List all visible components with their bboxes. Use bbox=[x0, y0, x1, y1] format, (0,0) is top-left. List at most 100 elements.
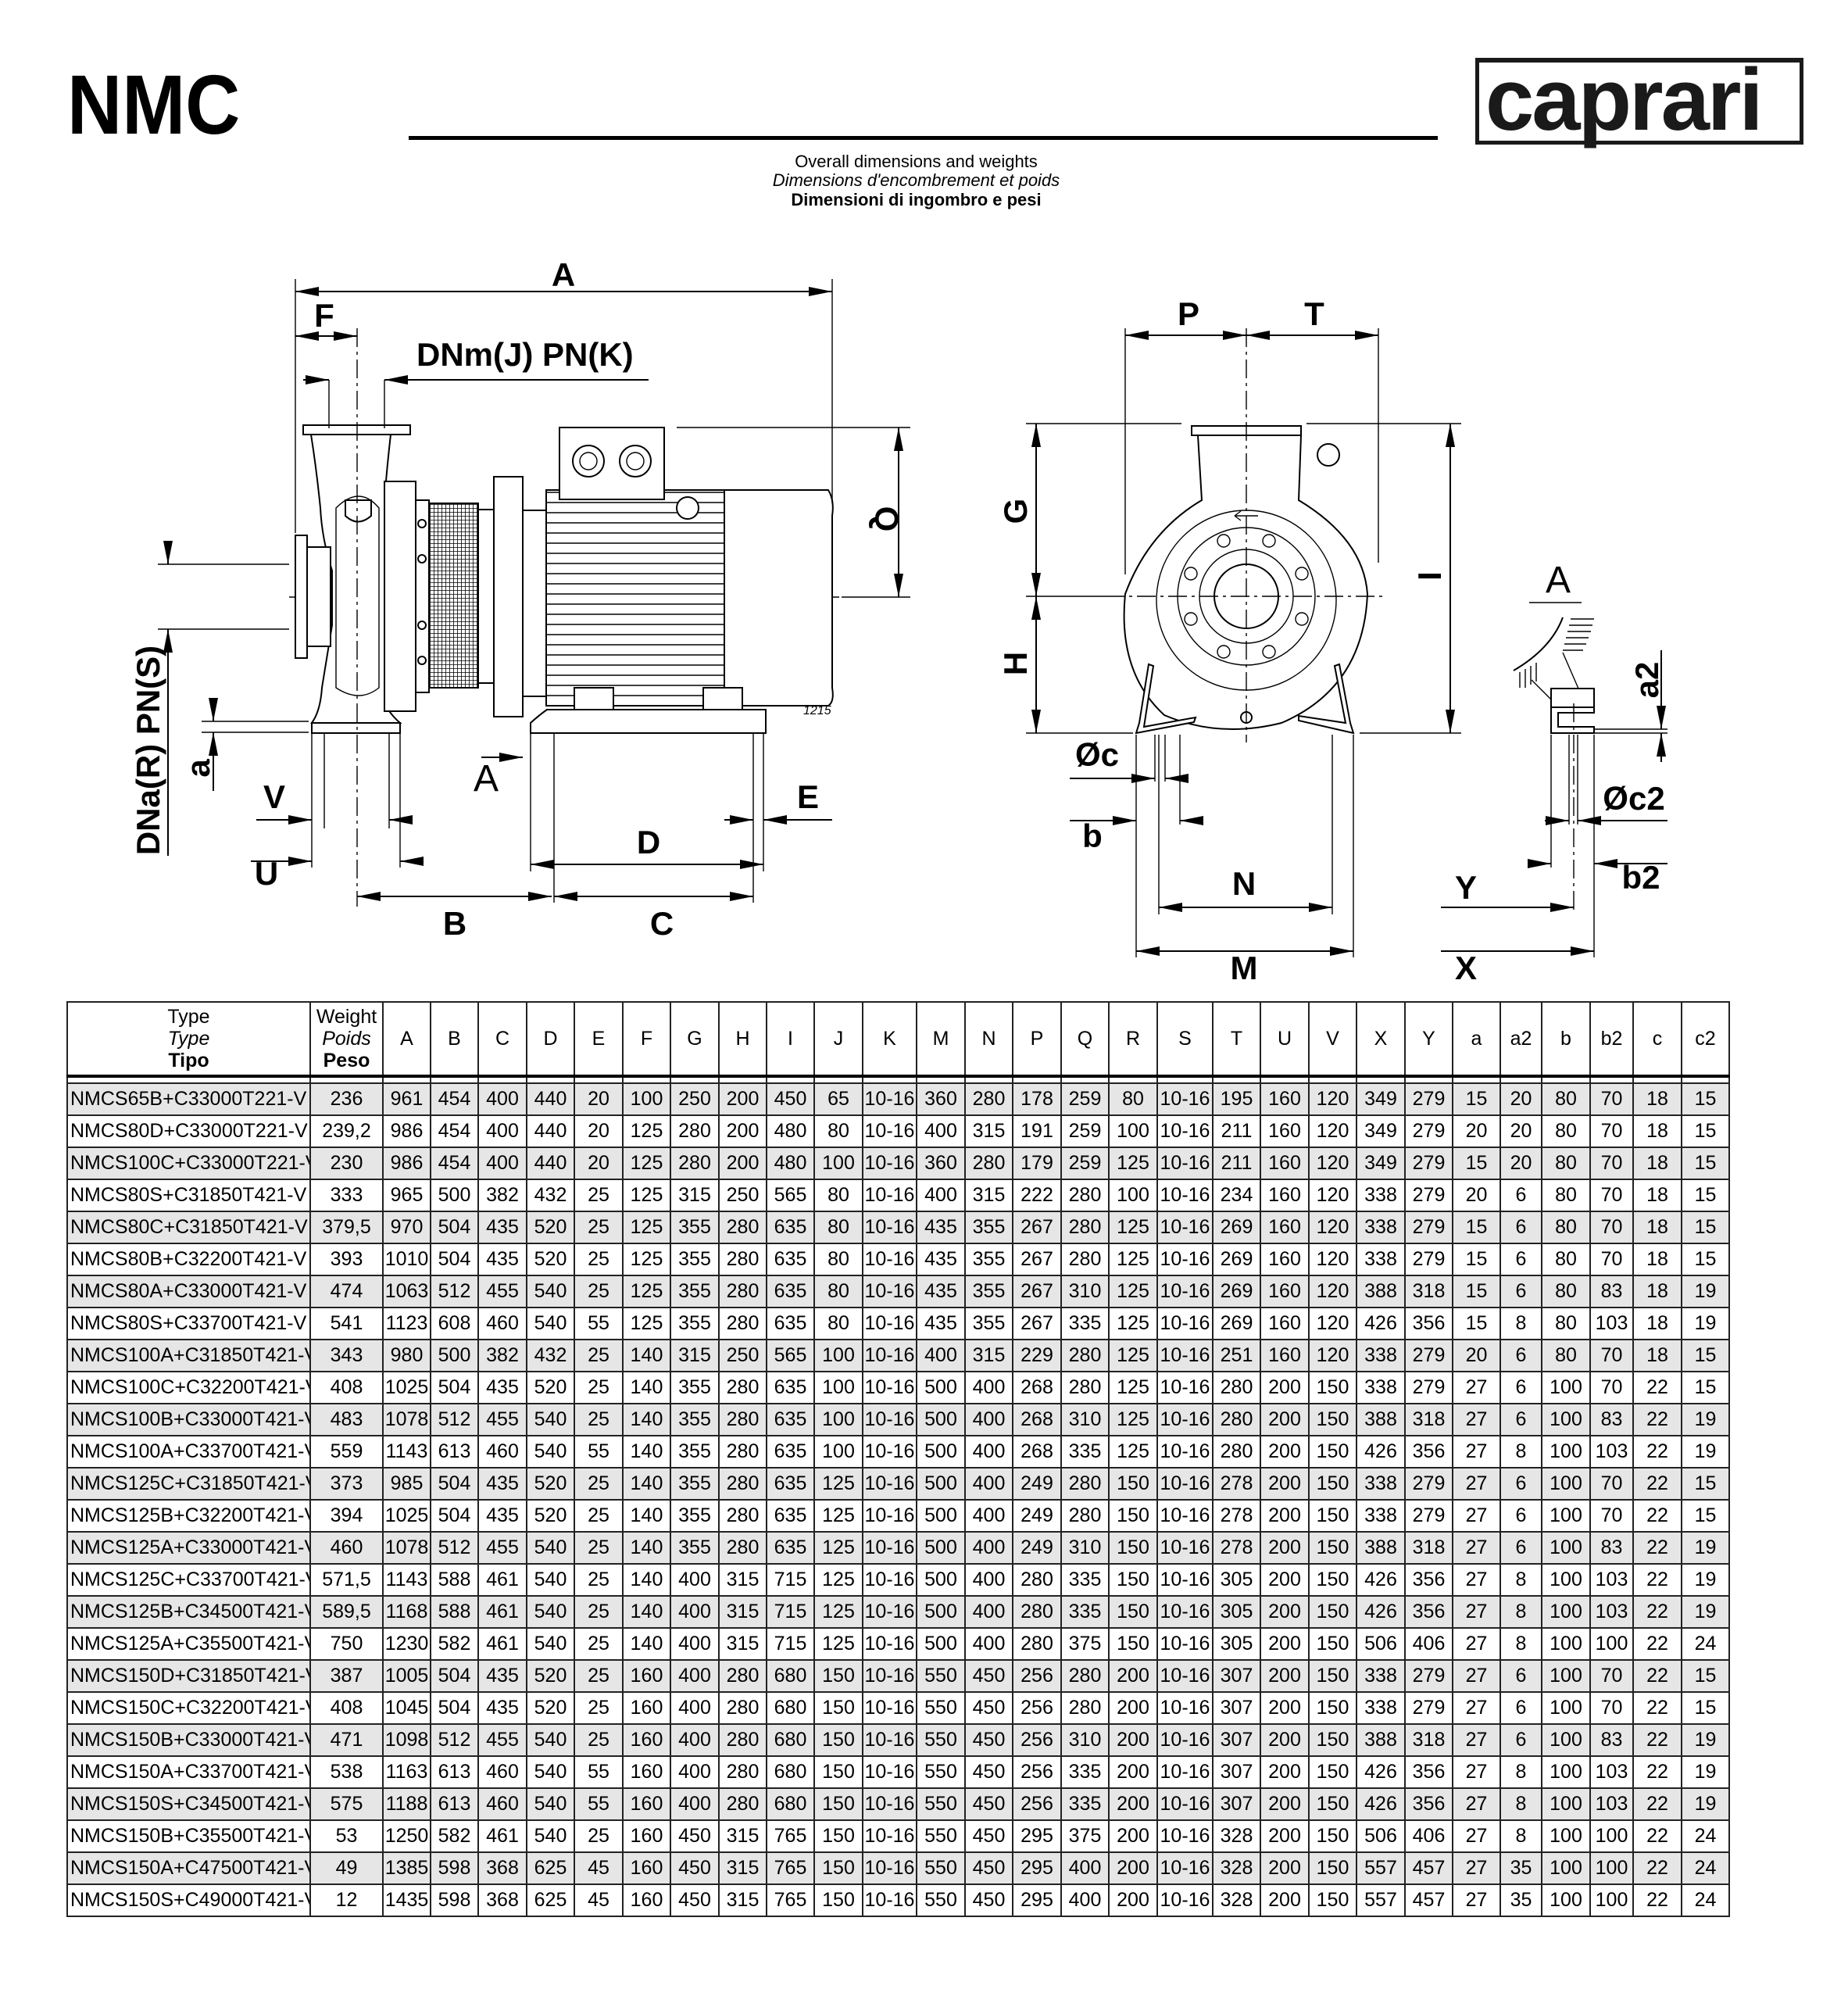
cell-X: 426 bbox=[1356, 1307, 1406, 1340]
cell-N: 400 bbox=[964, 1595, 1013, 1629]
cell-b: 100 bbox=[1541, 1691, 1591, 1725]
cell-b2: 70 bbox=[1589, 1467, 1634, 1501]
cell-c2: 24 bbox=[1681, 1819, 1730, 1853]
cell-M: 550 bbox=[916, 1691, 966, 1725]
cell-R: 200 bbox=[1108, 1659, 1158, 1693]
cell-M: 500 bbox=[916, 1595, 966, 1629]
cell-S: 10-16 bbox=[1156, 1499, 1214, 1533]
cell-P: 191 bbox=[1012, 1114, 1062, 1148]
cell-H: 280 bbox=[718, 1755, 767, 1789]
dim-label-oc2: Øc2 bbox=[1603, 780, 1664, 817]
cell-C: 461 bbox=[477, 1819, 527, 1853]
cell-a2: 6 bbox=[1499, 1499, 1542, 1533]
cell-weight: 53 bbox=[309, 1819, 384, 1853]
cell-V: 150 bbox=[1308, 1403, 1357, 1436]
cell-I: 680 bbox=[766, 1723, 815, 1757]
header-col-G: G bbox=[670, 1001, 720, 1077]
cell-X: 338 bbox=[1356, 1211, 1406, 1244]
cell-V: 150 bbox=[1308, 1787, 1357, 1821]
cell-E: 20 bbox=[574, 1147, 624, 1180]
cell-c2: 15 bbox=[1681, 1211, 1730, 1244]
cell-U: 200 bbox=[1260, 1755, 1310, 1789]
cell-U: 160 bbox=[1260, 1147, 1310, 1180]
cell-Y: 318 bbox=[1404, 1531, 1453, 1565]
cell-E: 25 bbox=[574, 1563, 624, 1597]
cell-weight: 541 bbox=[309, 1307, 384, 1340]
cell-Y: 318 bbox=[1404, 1723, 1453, 1757]
cell-B: 598 bbox=[430, 1883, 479, 1917]
subtitle-french: Dimensions d'encombrement et poids bbox=[772, 170, 1060, 190]
cell-K: 10-16 bbox=[862, 1179, 917, 1212]
cell-c2: 19 bbox=[1681, 1403, 1730, 1436]
cell-N: 315 bbox=[964, 1179, 1013, 1212]
cell-D: 440 bbox=[526, 1082, 575, 1116]
cell-J: 80 bbox=[813, 1307, 863, 1340]
cell-P: 249 bbox=[1012, 1499, 1062, 1533]
cell-I: 635 bbox=[766, 1275, 815, 1308]
cell-b2: 70 bbox=[1589, 1499, 1634, 1533]
cell-M: 500 bbox=[916, 1371, 966, 1404]
cell-M: 550 bbox=[916, 1883, 966, 1917]
cell-M: 435 bbox=[916, 1275, 966, 1308]
cell-type: NMCS125A+C33000T421-V bbox=[66, 1531, 311, 1565]
cell-T: 234 bbox=[1212, 1179, 1261, 1212]
cell-T: 305 bbox=[1212, 1595, 1261, 1629]
motor-flange-adapter bbox=[522, 510, 547, 697]
suction-neck bbox=[306, 546, 331, 647]
cell-K: 10-16 bbox=[862, 1659, 917, 1693]
header-col-J: J bbox=[813, 1001, 863, 1077]
cell-H: 280 bbox=[718, 1723, 767, 1757]
cell-H: 315 bbox=[718, 1627, 767, 1661]
subtitle-english: Overall dimensions and weights bbox=[795, 152, 1038, 171]
cell-b: 80 bbox=[1541, 1179, 1591, 1212]
header-col-F: F bbox=[622, 1001, 671, 1077]
logo-text: caprari bbox=[1485, 51, 1764, 148]
cell-S: 10-16 bbox=[1156, 1307, 1214, 1340]
dim-label-D: D bbox=[637, 824, 660, 860]
cell-K: 10-16 bbox=[862, 1307, 917, 1340]
cell-c: 18 bbox=[1632, 1147, 1682, 1180]
cell-I: 635 bbox=[766, 1467, 815, 1501]
cell-U: 200 bbox=[1260, 1883, 1310, 1917]
cell-G: 355 bbox=[670, 1403, 720, 1436]
cell-a2: 6 bbox=[1499, 1723, 1542, 1757]
cell-Q: 280 bbox=[1060, 1339, 1110, 1372]
cell-weight: 236 bbox=[309, 1082, 384, 1116]
cell-H: 315 bbox=[718, 1563, 767, 1597]
cell-H: 315 bbox=[718, 1819, 767, 1853]
cell-C: 400 bbox=[477, 1082, 527, 1116]
cell-X: 426 bbox=[1356, 1595, 1406, 1629]
cell-C: 455 bbox=[477, 1403, 527, 1436]
cell-U: 160 bbox=[1260, 1307, 1310, 1340]
cell-T: 278 bbox=[1212, 1499, 1261, 1533]
cell-T: 269 bbox=[1212, 1211, 1261, 1244]
cell-E: 45 bbox=[574, 1851, 624, 1885]
cell-M: 500 bbox=[916, 1563, 966, 1597]
cell-S: 10-16 bbox=[1156, 1371, 1214, 1404]
cell-Y: 356 bbox=[1404, 1787, 1453, 1821]
cell-F: 125 bbox=[622, 1211, 671, 1244]
cell-weight: 575 bbox=[309, 1787, 384, 1821]
cell-Y: 318 bbox=[1404, 1403, 1453, 1436]
cell-c2: 15 bbox=[1681, 1243, 1730, 1276]
cell-weight: 571,5 bbox=[309, 1563, 384, 1597]
cell-B: 582 bbox=[430, 1627, 479, 1661]
cell-K: 10-16 bbox=[862, 1082, 917, 1116]
cell-S: 10-16 bbox=[1156, 1403, 1214, 1436]
cell-K: 10-16 bbox=[862, 1467, 917, 1501]
cell-I: 565 bbox=[766, 1339, 815, 1372]
cell-a2: 8 bbox=[1499, 1435, 1542, 1468]
cell-F: 140 bbox=[622, 1435, 671, 1468]
cell-b2: 103 bbox=[1589, 1595, 1634, 1629]
cell-D: 540 bbox=[526, 1403, 575, 1436]
bracket-plate bbox=[384, 481, 416, 712]
cell-Y: 356 bbox=[1404, 1307, 1453, 1340]
cell-b: 100 bbox=[1541, 1403, 1591, 1436]
cell-R: 80 bbox=[1108, 1082, 1158, 1116]
cell-B: 504 bbox=[430, 1499, 479, 1533]
cell-a: 27 bbox=[1452, 1595, 1501, 1629]
cable-gland-icon bbox=[619, 445, 652, 478]
cell-D: 625 bbox=[526, 1883, 575, 1917]
